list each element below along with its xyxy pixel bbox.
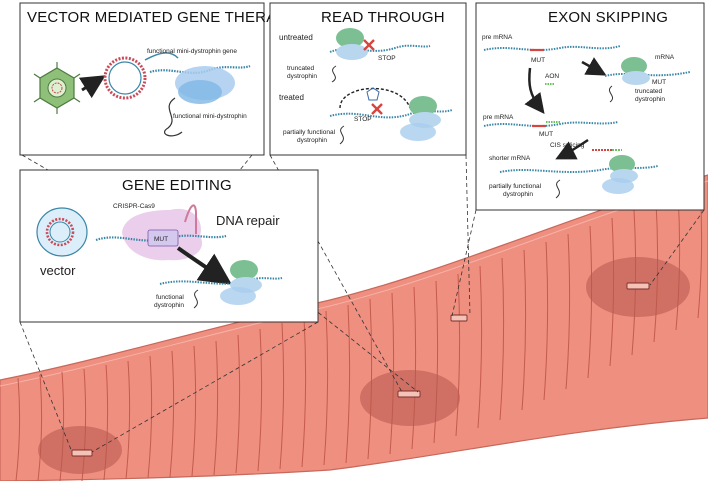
ribosome-icon <box>336 28 364 48</box>
stop-x-icon-treated <box>371 103 383 115</box>
drug-molecule-icon <box>366 87 380 101</box>
partial-label-1: partially functional <box>283 129 336 136</box>
exon-partial-2: dystrophin <box>503 191 533 198</box>
stop-label-top: STOP <box>378 55 396 62</box>
functional-label-1: functional <box>156 294 184 301</box>
panel-vector-therapy: VECTOR MEDIATED GENE THERAPY functional … <box>19 2 297 156</box>
mrna-label: mRNA <box>655 54 675 61</box>
arrow-icon <box>176 246 232 285</box>
truncated-label-1: truncated <box>287 65 314 72</box>
editing-mut-label: MUT <box>154 236 168 243</box>
exon-truncated-2: dystrophin <box>635 96 665 103</box>
exon-truncated-1: truncated <box>635 88 662 95</box>
arrow-icon <box>555 138 589 160</box>
untreated-label: untreated <box>279 33 313 42</box>
shorter-mrna-label: shorter mRNA <box>489 155 531 162</box>
pre-mrna-label-2: pre mRNA <box>483 114 514 121</box>
pre-mrna-label-1: pre mRNA <box>482 34 513 41</box>
guide-rna-icon <box>184 204 197 234</box>
vector-gene-label: functional mini-dystrophin gene <box>147 48 237 55</box>
treated-label: treated <box>279 93 304 102</box>
functional-label-2: dystrophin <box>154 302 184 309</box>
partial-label-2: dystrophin <box>297 137 327 144</box>
protein-chain <box>163 97 183 137</box>
aav-virus-icon <box>33 62 81 114</box>
stop-label-bottom: STOP <box>354 116 372 123</box>
arrow-icon <box>78 75 106 99</box>
muscle-fiber <box>0 174 708 481</box>
gene-editing-title: GENE EDITING <box>122 177 232 194</box>
panel-gene-editing: GENE EDITING vector CRISPR-Cas9 DNA repa… <box>19 169 319 323</box>
truncated-label-2: dystrophin <box>287 73 317 80</box>
panel-exon-skipping: EXON SKIPPING pre mRNA MUT AON mRNA MUT … <box>475 2 705 211</box>
crispr-label: CRISPR-Cas9 <box>113 203 155 210</box>
read-through-title: READ THROUGH <box>321 9 445 26</box>
pre-mrna-strand-2 <box>483 121 619 127</box>
vector-panel-title: VECTOR MEDIATED GENE THERAPY <box>27 9 297 26</box>
pre-mrna-strand-1 <box>483 45 621 51</box>
arrow-icon <box>581 57 607 76</box>
plasmid-icon <box>103 56 147 100</box>
mut-label-1: MUT <box>531 57 545 64</box>
ribosome-subunit <box>336 44 368 60</box>
arrow-icon-down <box>524 67 545 114</box>
gene-strand <box>144 52 179 61</box>
mrna-strand-treated <box>329 109 453 119</box>
exon-partial-1: partially functional <box>489 183 542 190</box>
panel-read-through: READ THROUGH untreated STOP truncated dy… <box>269 2 467 156</box>
highlight-regions <box>38 257 690 474</box>
vector-protein-label: functional mini-dystrophin <box>173 113 247 120</box>
dna-strand-edit <box>95 234 227 242</box>
exon-skipping-title: EXON SKIPPING <box>548 9 668 26</box>
mut-label-2: MUT <box>539 131 553 138</box>
aon-label: AON <box>545 73 559 80</box>
dna-repair-label: DNA repair <box>216 213 280 228</box>
vector-cell-icon <box>36 207 88 257</box>
mut-small-label: MUT <box>652 79 666 86</box>
vector-label: vector <box>40 263 76 278</box>
muscle-striations <box>15 185 703 481</box>
segment-markers <box>71 282 650 457</box>
stop-x-icon <box>363 39 375 51</box>
shorter-mrna-strand <box>499 165 659 173</box>
